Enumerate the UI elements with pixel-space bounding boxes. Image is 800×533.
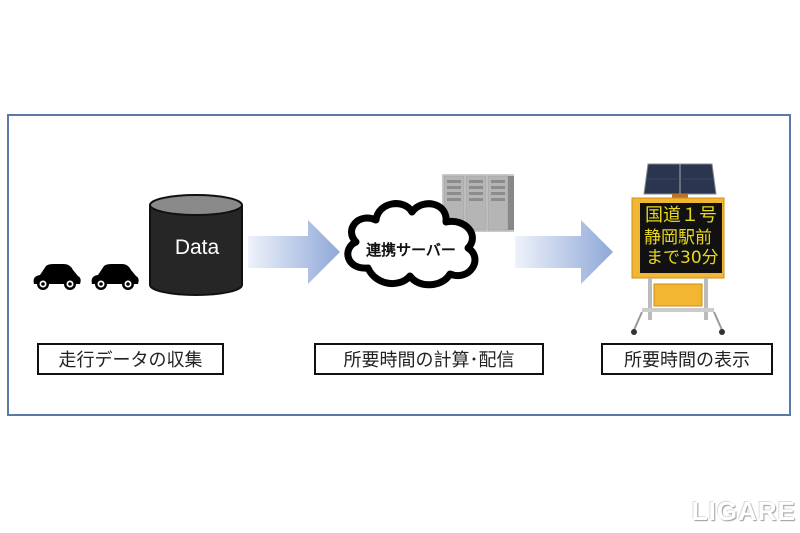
step-label-collect: 走行データの収集	[37, 343, 224, 375]
arrow-right-icon	[515, 220, 613, 284]
sign-line-3: まで30分	[646, 248, 719, 268]
server-label: 連携サーバー	[366, 241, 456, 259]
database-label: Data	[174, 236, 220, 259]
arrow-right-icon	[248, 220, 340, 284]
step-label-display: 所要時間の表示	[601, 343, 773, 375]
cloud-icon	[344, 200, 479, 289]
sign-line-2: 静岡駅前	[644, 228, 712, 248]
car-icon	[91, 264, 139, 290]
database-icon	[149, 194, 243, 296]
watermark-logo: LIGARE	[691, 496, 796, 526]
step-label-calculate: 所要時間の計算･配信	[314, 343, 544, 375]
sign-line-1: 国道１号	[645, 205, 717, 226]
car-icon	[33, 264, 81, 290]
solar-message-sign-icon	[631, 163, 725, 335]
